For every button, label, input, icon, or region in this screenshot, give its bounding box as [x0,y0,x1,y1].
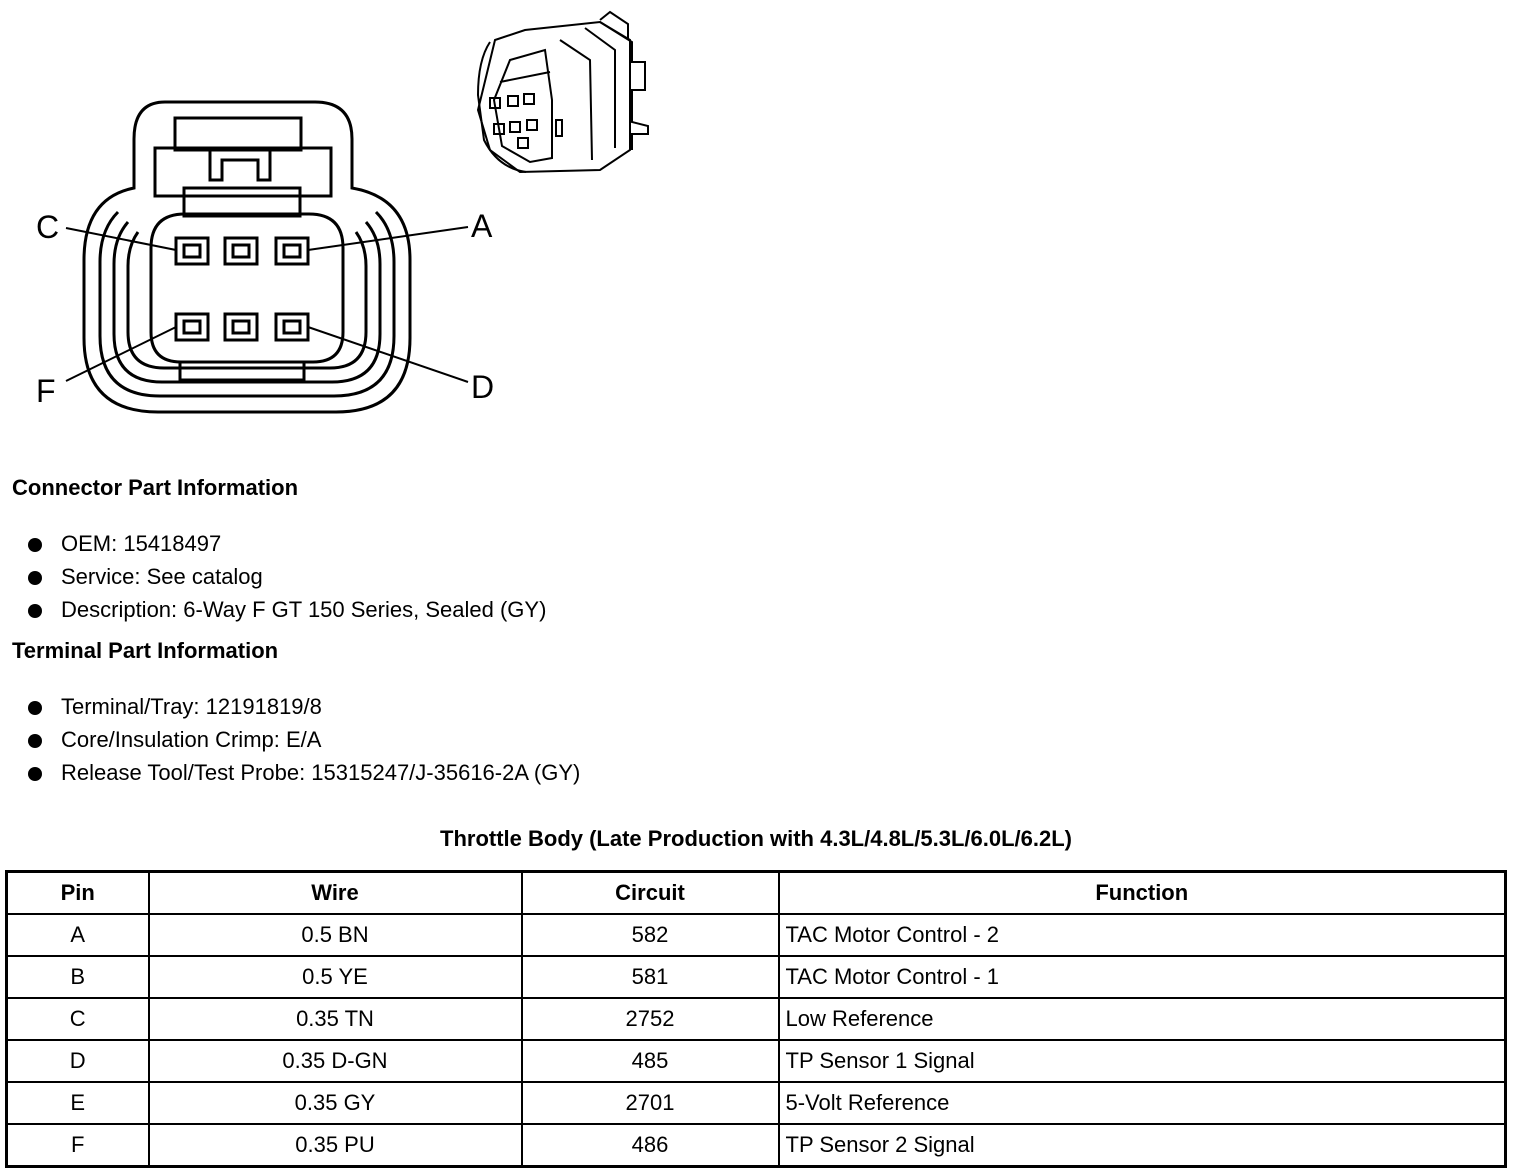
terminal-info-list: Terminal/Tray: 12191819/8 Core/Insulatio… [28,690,580,789]
table-title: Throttle Body (Late Production with 4.3L… [440,826,1072,851]
inner-cavity [149,212,345,364]
table-row: B 0.5 YE 581 TAC Motor Control - 1 [5,955,1507,999]
terminal-section-title: Terminal Part Information [12,638,279,663]
bullet-icon [28,538,42,552]
pinout-table: Pin Wire Circuit Function A 0.5 BN 582 T… [5,870,1507,1168]
latch-inner [173,116,303,152]
cell-function: TP Sensor 2 Signal [777,1123,1507,1168]
header-wire: Wire [147,870,523,915]
cell-wire: 0.35 D-GN [147,1039,523,1083]
cell-wire: 0.35 GY [147,1081,523,1125]
leader-line-f [65,326,177,382]
connector-3d-illustration [476,10,649,174]
cell-circuit: 2752 [520,997,780,1041]
seal-ring-3 [126,231,368,370]
cell-circuit: 485 [520,1039,780,1083]
pin-label-f: F [36,373,56,409]
pin-label-d: D [471,369,494,405]
cell-wire: 0.5 YE [147,955,523,999]
cell-circuit: 581 [520,955,780,999]
header-function: Function [777,870,1507,915]
table-row: F 0.35 PU 486 TP Sensor 2 Signal [5,1123,1507,1168]
latch-outer [153,146,333,198]
list-item: Core/Insulation Crimp: E/A [28,723,580,756]
latch-base [182,186,302,218]
cell-circuit: 582 [520,913,780,957]
cell-pin: C [5,997,150,1041]
terminal-row-top [174,236,310,266]
cell-function: 5-Volt Reference [777,1081,1507,1125]
cell-wire: 0.35 TN [147,997,523,1041]
list-item: OEM: 15418497 [28,527,546,560]
bottom-key [178,362,306,382]
connector-info-list: OEM: 15418497 Service: See catalog Descr… [28,527,546,626]
table-row: C 0.35 TN 2752 Low Reference [5,997,1507,1041]
seal-ring-2 [112,221,382,384]
list-item: Release Tool/Test Probe: 15315247/J-3561… [28,756,580,789]
bullet-icon [28,767,42,781]
header-pin: Pin [5,870,150,915]
terminal-row-bottom [174,312,310,342]
table-row: D 0.35 D-GN 485 TP Sensor 1 Signal [5,1039,1507,1083]
cell-function: Low Reference [777,997,1507,1041]
table-row: E 0.35 GY 2701 5-Volt Reference [5,1081,1507,1125]
connector-housing-outline [82,100,412,414]
cell-function: TAC Motor Control - 1 [777,955,1507,999]
cell-circuit: 2701 [520,1081,780,1125]
list-item: Description: 6-Way F GT 150 Series, Seal… [28,593,546,626]
seal-ring-1 [98,210,396,398]
cell-pin: F [5,1123,150,1168]
table-header-row: Pin Wire Circuit Function [5,870,1507,915]
bullet-icon [28,701,42,715]
cell-pin: E [5,1081,150,1125]
cell-pin: A [5,913,150,957]
cell-wire: 0.35 PU [147,1123,523,1168]
table-row: A 0.5 BN 582 TAC Motor Control - 2 [5,913,1507,957]
latch-detail [208,148,272,182]
cell-circuit: 486 [520,1123,780,1168]
cell-pin: D [5,1039,150,1083]
cell-pin: B [5,955,150,999]
cell-function: TAC Motor Control - 2 [777,913,1507,957]
list-item: Terminal/Tray: 12191819/8 [28,690,580,723]
pin-label-a: A [471,208,493,244]
bullet-icon [28,734,42,748]
header-circuit: Circuit [520,870,780,915]
leader-line-d [307,326,469,383]
list-item: Service: See catalog [28,560,546,593]
cell-wire: 0.5 BN [147,913,523,957]
cell-function: TP Sensor 1 Signal [777,1039,1507,1083]
pin-label-c: C [36,209,59,245]
bullet-icon [28,571,42,585]
connector-diagram: C A F D [36,10,649,414]
leader-line-c [65,227,177,251]
leader-line-a [307,226,469,251]
connector-section-title: Connector Part Information [12,475,299,500]
bullet-icon [28,604,42,618]
